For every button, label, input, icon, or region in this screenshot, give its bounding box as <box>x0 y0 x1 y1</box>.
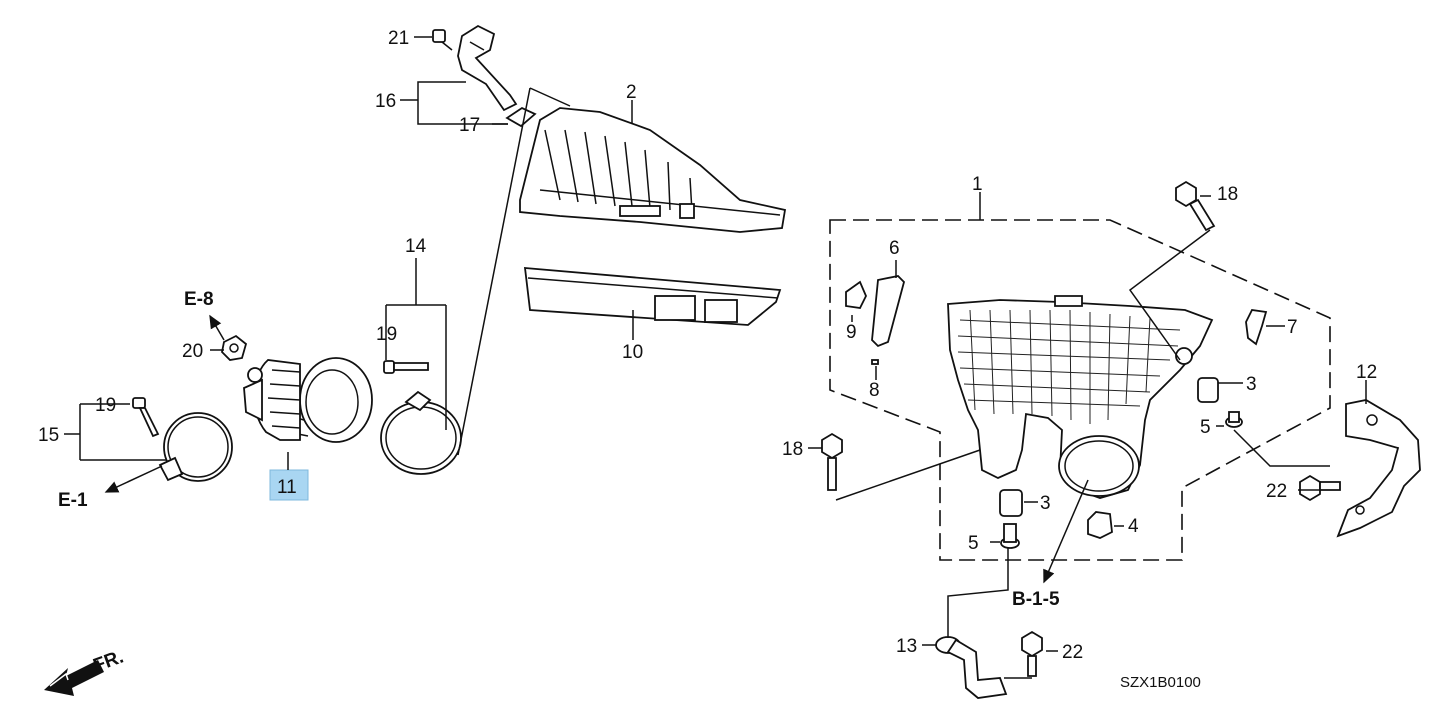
bracket-13[interactable] <box>935 636 1008 699</box>
screw-19-right[interactable] <box>383 360 429 374</box>
label-5-lower[interactable]: 5 <box>968 533 979 554</box>
clip-7[interactable] <box>1245 309 1268 346</box>
label-3-upper[interactable]: 3 <box>1246 374 1257 395</box>
strip-6[interactable] <box>871 275 906 348</box>
screw-21[interactable] <box>432 29 453 51</box>
reference-labels: E-8 E-1 B-1-5 <box>58 289 1060 610</box>
clamp-14[interactable] <box>380 390 462 475</box>
label-11[interactable]: 11 <box>277 477 297 498</box>
assembly-outline-1 <box>829 219 1331 561</box>
air-filter-10[interactable] <box>523 267 782 326</box>
airflow-sensor-16[interactable] <box>457 24 518 112</box>
label-13[interactable]: 13 <box>896 636 917 657</box>
highlight-box-11 <box>269 469 309 501</box>
front-direction-arrow: FR. <box>44 646 126 696</box>
label-7[interactable]: 7 <box>1287 317 1298 338</box>
label-19-left[interactable]: 19 <box>95 395 116 416</box>
seal-17[interactable] <box>505 106 537 128</box>
label-20[interactable]: 20 <box>182 341 203 362</box>
label-18-lower[interactable]: 18 <box>782 439 803 460</box>
clamp-15[interactable] <box>158 412 233 482</box>
label-10[interactable]: 10 <box>622 342 643 363</box>
front-label: FR. <box>91 646 127 676</box>
label-18-upper[interactable]: 18 <box>1217 184 1238 205</box>
nut-20[interactable] <box>221 334 248 361</box>
label-14[interactable]: 14 <box>405 236 427 257</box>
ref-e8[interactable]: E-8 <box>184 289 214 310</box>
collar-5-upper[interactable] <box>1225 411 1243 428</box>
diagram-code: SZX1B0100 <box>1120 674 1201 691</box>
label-8[interactable]: 8 <box>869 380 880 401</box>
block-9[interactable] <box>845 280 867 309</box>
bolt-22-lower[interactable] <box>1021 630 1043 677</box>
label-3-lower[interactable]: 3 <box>1040 493 1051 514</box>
label-1[interactable]: 1 <box>972 174 983 195</box>
grommet-3-upper[interactable] <box>1197 377 1219 403</box>
label-2[interactable]: 2 <box>626 82 637 103</box>
upper-housing-2[interactable] <box>519 107 787 233</box>
ref-b15[interactable]: B-1-5 <box>1012 589 1060 610</box>
part-labels: 1 2 3 3 4 5 5 6 7 8 9 10 11 12 13 14 15 … <box>38 28 1377 663</box>
bolt-18-upper[interactable] <box>1175 180 1216 232</box>
ref-e1[interactable]: E-1 <box>58 490 88 511</box>
leader-lines <box>64 36 1367 679</box>
label-12[interactable]: 12 <box>1356 362 1377 383</box>
bolt-18-lower[interactable] <box>821 432 843 491</box>
label-17[interactable]: 17 <box>459 115 480 136</box>
label-19-right[interactable]: 19 <box>376 324 397 345</box>
label-21[interactable]: 21 <box>388 28 409 49</box>
label-22-right[interactable]: 22 <box>1266 481 1287 502</box>
label-4[interactable]: 4 <box>1128 516 1139 537</box>
intake-tube-11[interactable] <box>243 357 373 443</box>
grommet-3-lower[interactable] <box>999 489 1023 517</box>
bolt-22-right[interactable] <box>1299 474 1341 502</box>
lower-case[interactable] <box>947 295 1214 499</box>
collar-5-lower[interactable] <box>1000 523 1020 549</box>
label-5-upper[interactable]: 5 <box>1200 417 1211 438</box>
label-6[interactable]: 6 <box>889 238 900 259</box>
label-9[interactable]: 9 <box>846 322 857 343</box>
label-22-lower[interactable]: 22 <box>1062 642 1083 663</box>
label-16[interactable]: 16 <box>375 91 396 112</box>
grommet-4[interactable] <box>1087 511 1113 539</box>
bracket-12[interactable] <box>1336 399 1421 538</box>
pin-8[interactable] <box>871 359 879 365</box>
screw-19-left[interactable] <box>132 397 160 438</box>
label-15[interactable]: 15 <box>38 425 59 446</box>
